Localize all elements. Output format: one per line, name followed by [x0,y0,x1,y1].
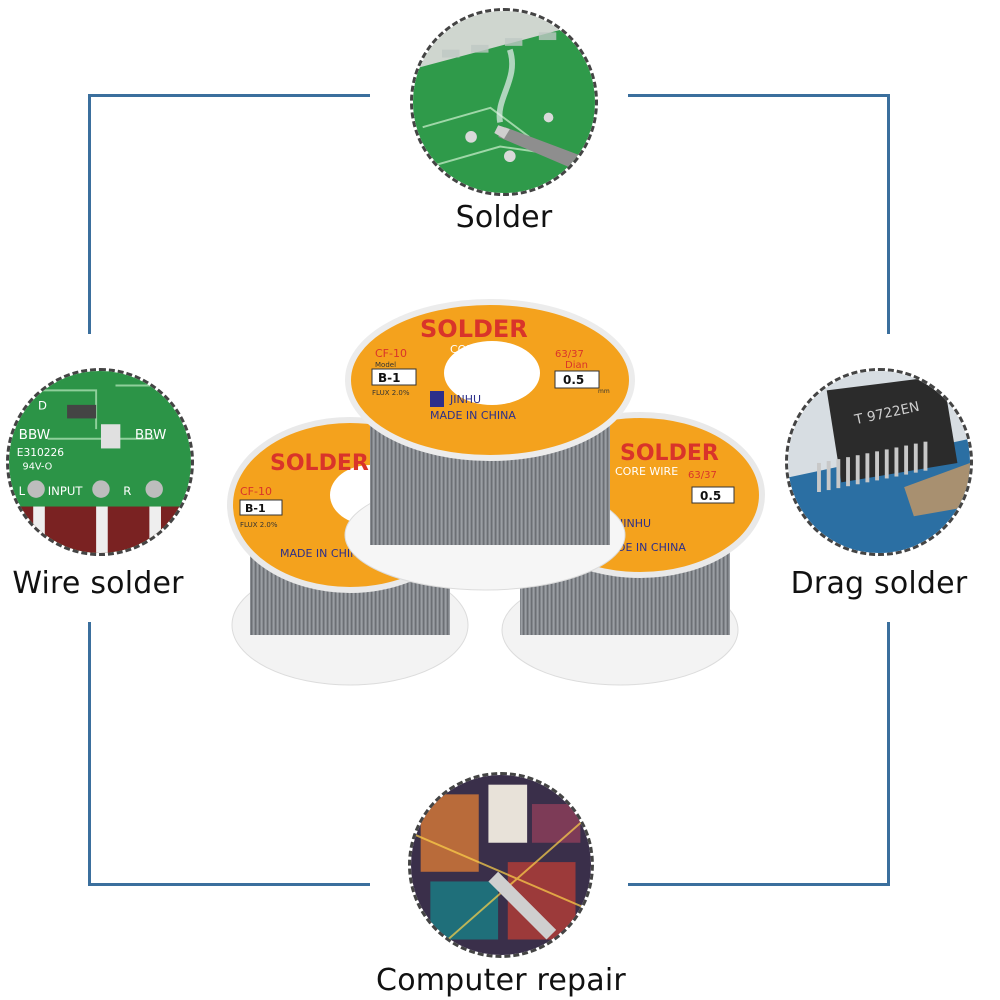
spool-top-flux: FLUX 2.0% [372,389,410,397]
motherboard-icon [411,775,591,955]
pcb-bbw-right: BBW [135,427,167,443]
spool-top-origin: MADE IN CHINA [430,409,516,422]
spool-left-brand: SOLDER [270,451,369,476]
frame-left-upper [88,94,91,334]
solder-photo [410,8,598,196]
spool-left-series: CF-10 [240,485,272,498]
frame-top-right [628,94,890,97]
spool-top-brand: SOLDER [420,315,528,343]
spool-left-origin: MADE IN CHINA [280,547,366,560]
spool-top-maker: JINHU [449,393,481,406]
spool-top-core: CORE WIRE [450,343,513,356]
spool-right-core: CORE WIRE [615,465,678,478]
solder-iron-icon [413,11,595,193]
frame-left-lower [88,622,91,886]
spool-right-brand: SOLDER [620,441,719,466]
frame-right-upper [887,94,890,334]
chip-icon: T 9722EN [788,371,970,553]
spool-top-diameter: 0.5 [563,373,584,387]
spool-right-alloy: 63/37 [688,470,717,481]
pcb-l: L [19,484,26,498]
caption-wire-solder: Wire solder [12,566,184,601]
spool-top: SOLDER CORE WIRE CF-10 Model B-1 FLUX 2.… [344,299,635,591]
solder-spools: SOLDER CF-10 B-1 FLUX 2.0% MADE IN CHINA… [220,295,780,705]
pcb-r: R [123,484,131,498]
pcb-rating: 94V-O [23,462,53,473]
spool-right-diameter: 0.5 [700,489,721,503]
spool-left-model: B-1 [245,502,266,515]
computer-repair-photo [408,772,594,958]
pcb-d: D [38,399,47,413]
spools-svg: SOLDER CF-10 B-1 FLUX 2.0% MADE IN CHINA… [227,299,765,686]
pcb-code: E310226 [17,446,65,459]
pcb-input: INPUT [48,484,84,498]
spool-right-maker: JINHU [619,517,651,530]
spool-top-series: CF-10 [375,347,407,360]
wire-solder-photo: BBW BBW E310226 94V-O INPUT L R D [6,368,194,556]
drag-solder-photo: T 9722EN [785,368,973,556]
frame-bottom-right [628,883,890,886]
frame-bottom-left [88,883,370,886]
spool-left-flux: FLUX 2.0% [240,521,278,529]
spool-top-alloy: 63/37 [555,349,584,360]
caption-drag-solder: Drag solder [790,566,968,601]
spool-top-unit: mm [598,388,610,395]
pcb-bbw-left: BBW [19,427,51,443]
caption-solder: Solder [455,200,553,235]
pcb-icon: BBW BBW E310226 94V-O INPUT L R D [9,371,191,553]
spool-top-dian: Dian [565,360,588,371]
frame-right-lower [887,622,890,886]
spool-top-model-label: Model [375,361,396,369]
caption-computer-repair: Computer repair [376,963,626,998]
spool-top-model: B-1 [378,371,400,385]
spool-right: SOLDER CORE WIRE 63/37 0.5 JINHU MADE IN… [501,412,765,686]
frame-top-left [88,94,370,97]
